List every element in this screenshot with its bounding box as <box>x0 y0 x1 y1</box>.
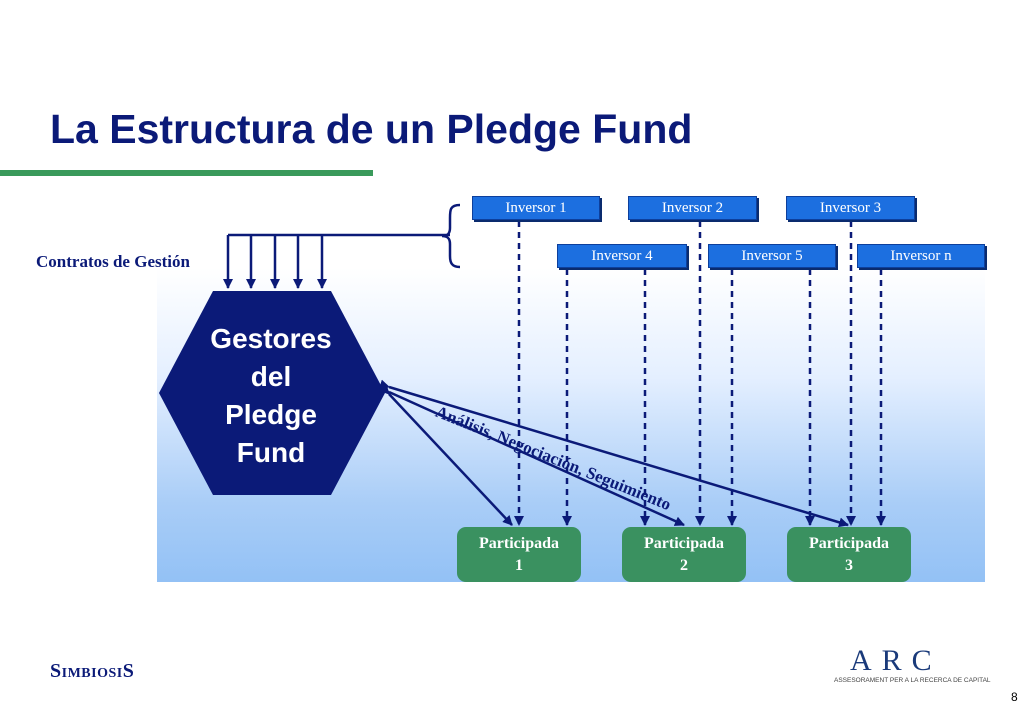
investor-brace <box>441 203 461 269</box>
investor-box: Inversor n <box>857 244 985 268</box>
investor-box: Inversor 2 <box>628 196 757 220</box>
page-number: 8 <box>1011 690 1018 704</box>
participada-label: Participada <box>479 535 559 552</box>
logo-letters: ARC <box>850 644 942 677</box>
investor-box: Inversor 3 <box>786 196 915 220</box>
investor-box: Inversor 1 <box>472 196 600 220</box>
gestores-line: Pledge <box>225 399 317 430</box>
logo-subtitle: ASSESORAMENT PER A LA RECERCA DE CAPITAL <box>834 677 991 684</box>
footer-brand: SimbiosiS <box>50 660 135 682</box>
participada-label: Participada <box>809 535 889 552</box>
contratos-arrows <box>223 233 450 289</box>
participada-label: Participada <box>644 535 724 552</box>
arc-logo: ARC ASSESORAMENT PER A LA RECERCA DE CAP… <box>834 644 992 688</box>
participada-number: 1 <box>515 557 523 574</box>
participada-box: Participada 1 <box>457 527 581 582</box>
participada-box: Participada 3 <box>787 527 911 582</box>
participada-box: Participada 2 <box>622 527 746 582</box>
gestores-line: Gestores <box>210 323 332 354</box>
gestores-line: Fund <box>236 437 306 468</box>
gestores-label: Gestores del Pledge Fund <box>190 320 352 472</box>
title-underline <box>0 170 373 176</box>
participada-number: 3 <box>845 557 853 574</box>
investor-box: Inversor 4 <box>557 244 687 268</box>
analysis-arrows <box>378 379 849 528</box>
page-title: La Estructura de un Pledge Fund <box>50 106 693 152</box>
investor-box: Inversor 5 <box>708 244 836 268</box>
gestores-line: del <box>250 361 292 392</box>
contratos-label: Contratos de Gestión <box>36 252 190 271</box>
participada-number: 2 <box>680 557 688 574</box>
gestores-hexagon <box>159 291 385 495</box>
